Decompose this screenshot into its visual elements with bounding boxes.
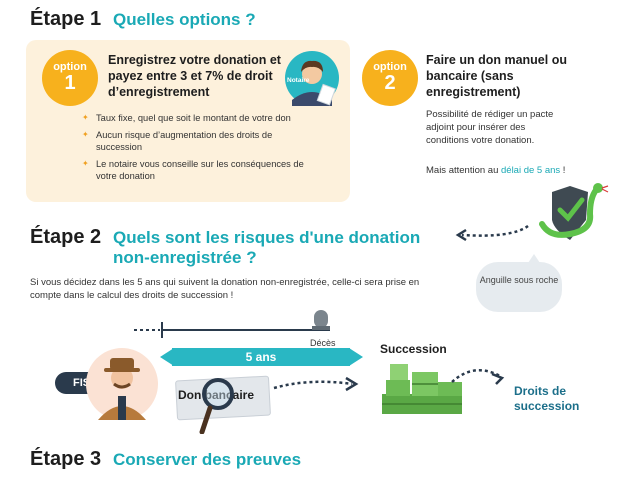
warning-suffix: ! — [560, 165, 566, 176]
dotted-arrow-left — [452, 222, 532, 242]
notary-icon — [285, 51, 339, 106]
dotted-arrow-curve — [448, 362, 508, 386]
right-arrowhead — [349, 348, 363, 366]
snake-shield-icon — [539, 183, 609, 240]
arrow-left-icon — [455, 224, 529, 242]
option2-badge-number: 2 — [384, 72, 396, 94]
step2-label: Étape 2 — [30, 226, 102, 248]
option1-bullets: Taux fixe, quel que soit le montant de v… — [82, 112, 318, 187]
detective-avatar — [84, 346, 160, 422]
speech-bubble: Anguille sous roche — [476, 254, 562, 312]
don-bancaire-label: Don bancaire — [178, 388, 254, 402]
option1-badge: option 1 — [42, 50, 98, 106]
magnifier — [196, 376, 240, 435]
bullet-item: Le notaire vous conseille sur les conséq… — [82, 158, 318, 183]
five-years-bar: 5 ans — [172, 348, 350, 366]
arrow-right-icon — [273, 376, 359, 392]
money-stack — [378, 360, 468, 418]
left-arrowhead — [160, 348, 174, 366]
bullet-item: Taux fixe, quel que soit le montant de v… — [82, 112, 318, 125]
step1-title: Quelles options ? — [113, 10, 256, 29]
snake-shield-illustration — [530, 180, 610, 250]
detective-icon — [86, 348, 158, 420]
option1-badge-number: 1 — [64, 72, 76, 94]
option1-badge-label: option — [53, 61, 87, 73]
dotted-arrow-right — [270, 372, 362, 394]
deces-label: Décès — [310, 338, 336, 348]
droits-line1: Droits de — [514, 384, 567, 398]
magnifier-icon — [199, 378, 234, 435]
arrowhead-left-icon — [160, 348, 174, 366]
option2-title: Faire un don manuel ou bancaire (sans en… — [426, 53, 567, 99]
arrowhead-right-icon — [349, 348, 363, 366]
money-stack-icon — [382, 364, 462, 414]
step2-title-line1: Quels sont les risques d'une donation — [113, 228, 421, 247]
timeline — [130, 306, 350, 346]
notary-label: Notaire — [287, 77, 310, 84]
arrow-curve-icon — [451, 369, 505, 385]
step2-title: Quels sont les risques d'une donation no… — [113, 228, 420, 268]
notary-avatar — [284, 50, 340, 106]
option2-description: Possibilité de rédiger un pacte adjoint … — [426, 109, 554, 146]
option2-badge: option 2 — [362, 50, 418, 106]
step2-title-line2: non-enregistrée ? — [113, 248, 257, 267]
droits-line2: succession — [514, 399, 580, 413]
step2-description: Si vous décidez dans les 5 ans qui suive… — [30, 277, 420, 301]
step3-label: Étape 3 — [30, 448, 102, 470]
option2-warning: Mais attention au délai de 5 ans ! — [426, 164, 626, 177]
option1-title: Enregistrez votre donation et payez entr… — [108, 53, 281, 99]
droits-succession-label: Droits de succession — [514, 384, 579, 414]
option2-badge-label: option — [373, 61, 407, 73]
warning-highlight: délai de 5 ans — [501, 165, 561, 176]
timeline-graphic — [134, 310, 330, 338]
bullet-item: Aucun risque d’augmentation des droits d… — [82, 129, 318, 154]
succession-label: Succession — [380, 342, 447, 356]
step3-title: Conserver des preuves — [113, 450, 302, 469]
warning-prefix: Mais attention au — [426, 165, 501, 176]
step1-label: Étape 1 — [30, 8, 102, 30]
